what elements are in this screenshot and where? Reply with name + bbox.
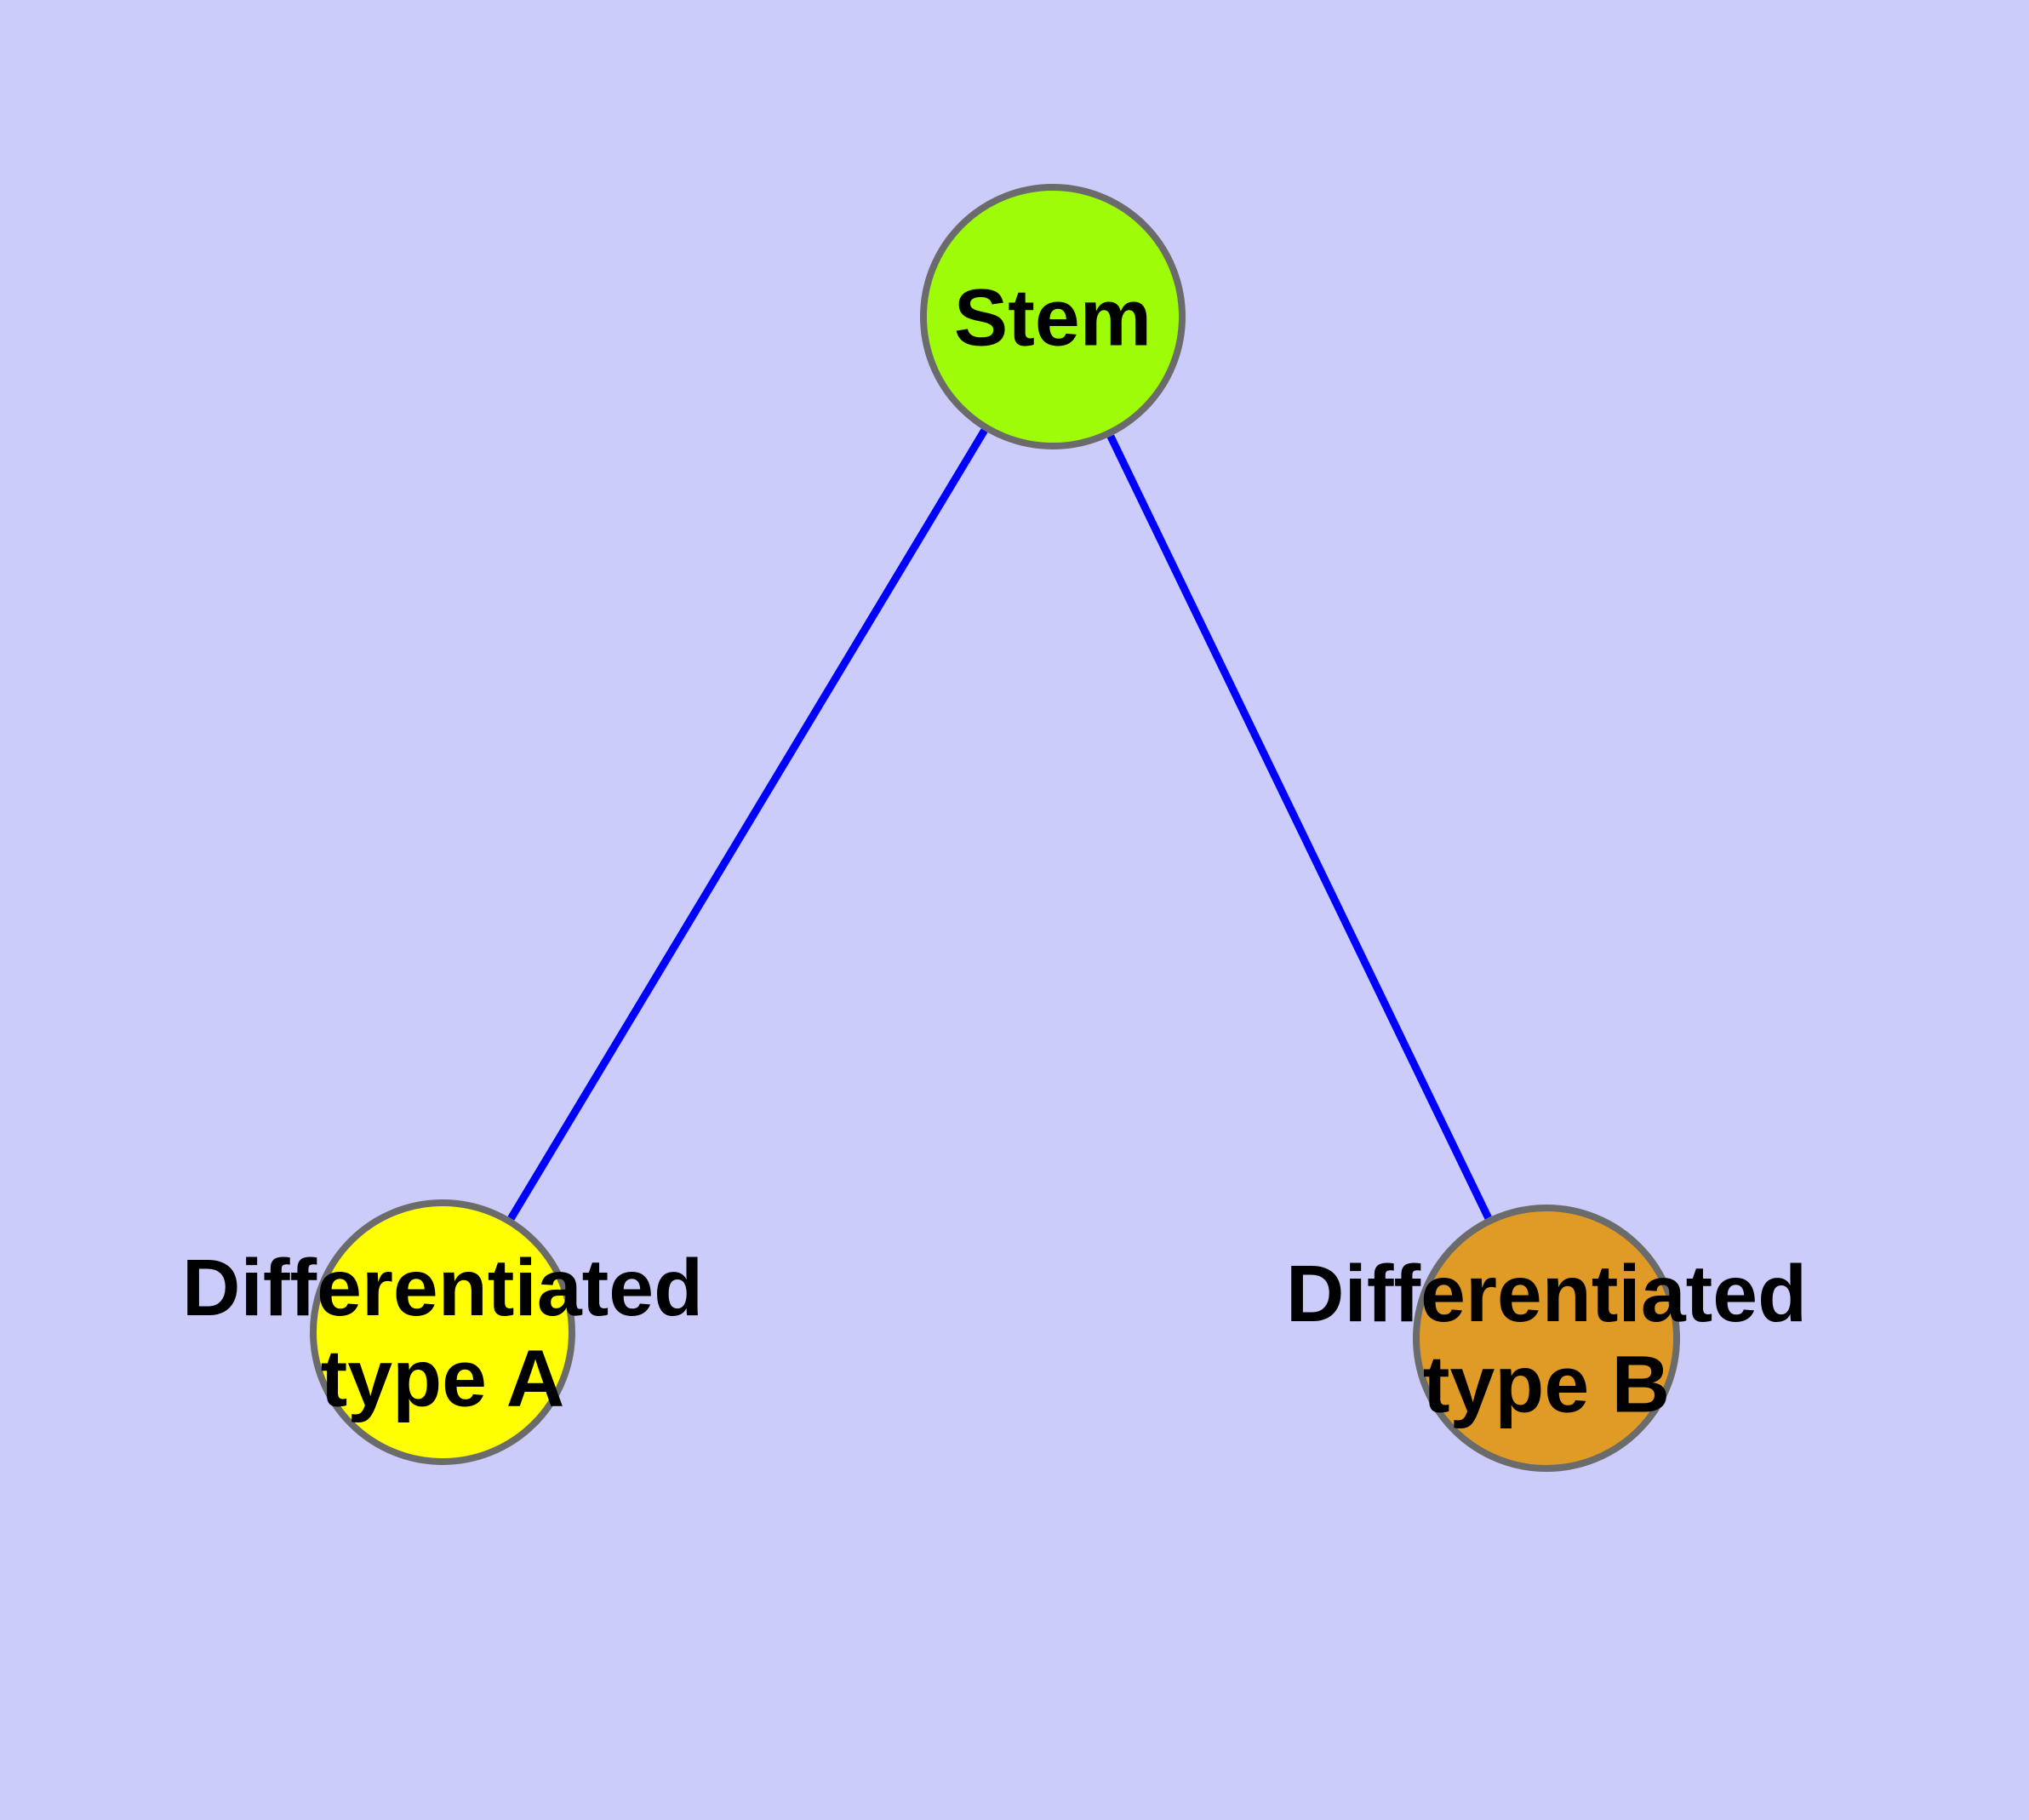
- node-circle-diff-b[interactable]: [1413, 1205, 1680, 1472]
- nodes-layer: [310, 184, 1680, 1472]
- edge-stem-diff-b[interactable]: [1106, 434, 1492, 1220]
- node-circle-stem[interactable]: [920, 184, 1186, 449]
- node-circle-diff-a[interactable]: [310, 1199, 575, 1465]
- edges-layer: [507, 428, 1492, 1221]
- edge-stem-diff-a[interactable]: [507, 428, 988, 1221]
